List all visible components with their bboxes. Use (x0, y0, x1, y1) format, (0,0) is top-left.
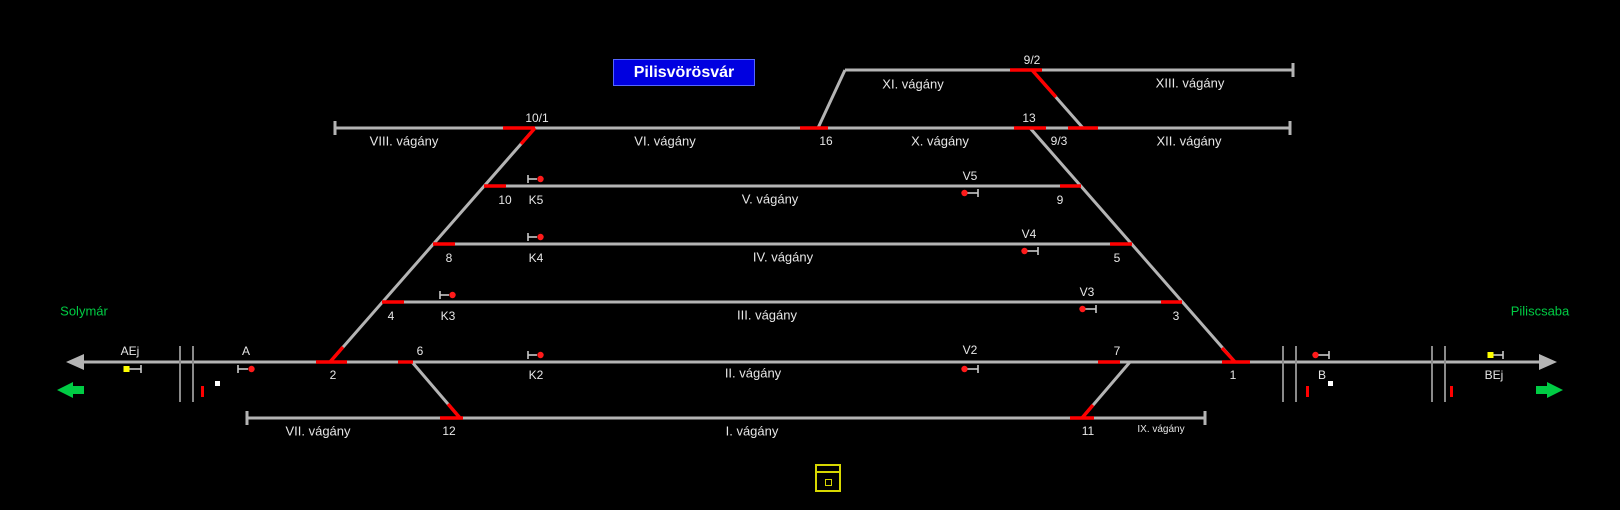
main-line-arrow-right-icon (1539, 354, 1557, 370)
track-label-xiii: XIII. vágány (1155, 75, 1225, 91)
console-icon-dot (825, 479, 832, 486)
switch-11-diag-indicator[interactable] (1080, 403, 1095, 420)
switch-label-4[interactable]: 4 (387, 309, 395, 323)
insulated-joints (179, 346, 1446, 402)
switch-indicators (316, 68, 1250, 420)
track-lines (66, 63, 1557, 425)
signal-label-k5: K5 (528, 193, 544, 207)
switch-label-12[interactable]: 12 (442, 424, 456, 438)
signal-K2[interactable] (527, 351, 544, 359)
signal-V5[interactable] (961, 189, 979, 197)
track-label-vi: VI. vágány (634, 133, 696, 149)
signal-BEj[interactable] (1487, 351, 1504, 359)
signal-V2[interactable] (961, 365, 979, 373)
switch-label-11[interactable]: 11 (1081, 424, 1095, 438)
switch-label-9-2[interactable]: 9/2 (1023, 53, 1041, 67)
switch-label-9[interactable]: 9 (1056, 193, 1064, 207)
signal-label-v3: V3 (1079, 285, 1095, 299)
shunt-signal-right-2-icon[interactable] (1450, 386, 1453, 397)
switch-label-3[interactable]: 3 (1172, 309, 1180, 323)
switch-2-diag-indicator[interactable] (328, 345, 345, 364)
signal-K5[interactable] (527, 175, 544, 183)
ramp-switch-16 (816, 69, 847, 129)
console-icon-bar (817, 471, 839, 473)
switch-1-diag-indicator[interactable] (1220, 346, 1237, 364)
main-line-arrow-left-icon (66, 354, 84, 370)
ladder-right (1028, 127, 1237, 363)
switch-label-2[interactable]: 2 (329, 368, 337, 382)
signal-label-v5: V5 (962, 169, 978, 183)
signal-label-aej: AEj (120, 344, 140, 358)
green-arrow-left-icon[interactable] (57, 382, 84, 398)
track-label-iii: III. vágány (737, 307, 797, 323)
switch-label-16[interactable]: 16 (819, 134, 833, 148)
neighbor-station-left: Solymár (60, 303, 108, 319)
signal-label-k4: K4 (528, 251, 544, 265)
signal-V3[interactable] (1079, 305, 1097, 313)
shunt-signal-right-1-icon[interactable] (1306, 386, 1309, 397)
switch-label-5[interactable]: 5 (1113, 251, 1121, 265)
track-label-v: V. vágány (741, 191, 799, 207)
track-label-ix: IX. vágány (1137, 424, 1185, 435)
signal-AEj[interactable] (123, 365, 142, 373)
signal-label-v4: V4 (1021, 227, 1037, 241)
signal-A[interactable] (237, 365, 255, 373)
track-label-vii: VII. vágány (285, 423, 351, 439)
track-label-viii: VIII. vágány (369, 133, 439, 149)
switch-label-6[interactable]: 6 (416, 344, 424, 358)
signal-K4[interactable] (527, 233, 544, 241)
console-icon[interactable] (815, 464, 841, 492)
switch-label-10-1[interactable]: 10/1 (525, 111, 549, 125)
ladder-left (328, 127, 537, 363)
neighbor-station-right: Piliscsaba (1510, 303, 1570, 319)
switch-label-7[interactable]: 7 (1113, 344, 1121, 358)
station-title: Pilisvörösvár (613, 59, 755, 86)
switch-label-13[interactable]: 13 (1022, 111, 1036, 125)
switch-label-10[interactable]: 10 (498, 193, 512, 207)
track-label-ii: II. vágány (724, 365, 782, 381)
signals (123, 175, 1504, 397)
switch-label-1[interactable]: 1 (1229, 368, 1237, 382)
switch-10-1-diag-indicator[interactable] (519, 126, 537, 146)
signal-B[interactable] (1312, 351, 1330, 359)
switch-12-diag-indicator[interactable] (446, 402, 462, 420)
switch-label-8[interactable]: 8 (445, 251, 453, 265)
signal-label-a: A (241, 344, 251, 358)
crossover-9-2-indicator[interactable] (1030, 68, 1058, 99)
track-label-xi: XI. vágány (882, 76, 944, 92)
shunt-signal-left-icon[interactable] (201, 386, 204, 397)
white-indicator-left-icon (215, 381, 220, 386)
track-label-xii: XII. vágány (1156, 133, 1222, 149)
signal-label-k3: K3 (440, 309, 456, 323)
signal-label-b: B (1317, 368, 1327, 382)
track-label-x: X. vágány (911, 133, 969, 149)
direction-arrows (57, 382, 1563, 398)
signal-label-k2: K2 (528, 368, 544, 382)
white-indicator-right-icon (1328, 381, 1333, 386)
signal-label-bej: BEj (1484, 368, 1504, 382)
signal-label-v2: V2 (962, 343, 978, 357)
track-label-iv: IV. vágány (752, 249, 814, 265)
signal-V4[interactable] (1021, 247, 1039, 255)
switch-label-9-3[interactable]: 9/3 (1050, 134, 1068, 148)
green-arrow-right-icon[interactable] (1536, 382, 1563, 398)
track-label-i: I. vágány (725, 423, 779, 439)
signal-K3[interactable] (439, 291, 456, 299)
